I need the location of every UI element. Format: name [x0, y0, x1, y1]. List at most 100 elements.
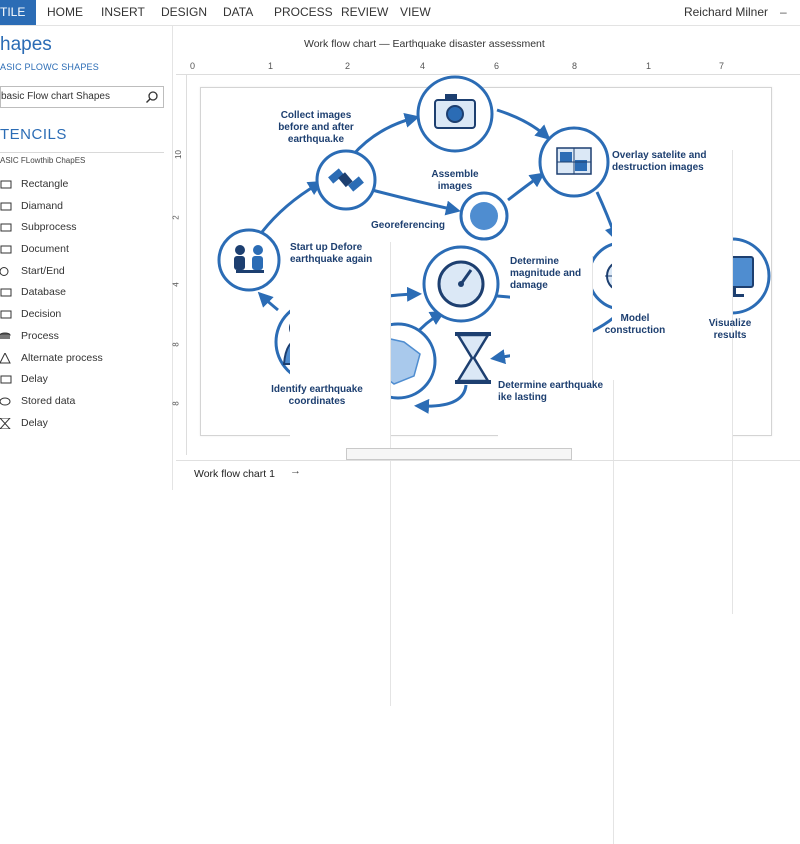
- node-start[interactable]: [217, 228, 281, 292]
- shape-item-database[interactable]: Database: [0, 282, 170, 304]
- pane-subtitle[interactable]: ASIC PLOWC SHAPES: [0, 62, 99, 72]
- node-magnitude[interactable]: [422, 245, 500, 323]
- hourglass-node[interactable]: [455, 332, 491, 384]
- ruler-tick: 1: [646, 61, 652, 71]
- tab-design[interactable]: DESIGN: [161, 5, 208, 19]
- tab-view[interactable]: VIEW: [400, 5, 431, 19]
- delay-icon: [0, 375, 12, 384]
- search-icon[interactable]: [145, 90, 159, 104]
- shapes-pane: hapes ASIC PLOWC SHAPES basic Flow chart…: [0, 26, 173, 490]
- node-assemble[interactable]: [416, 75, 494, 153]
- shape-item-label: Database: [21, 286, 66, 299]
- shape-item-alternate-process[interactable]: Alternate process: [0, 348, 170, 370]
- tab-review[interactable]: REVIEW: [341, 5, 389, 19]
- satellite-icon: [328, 168, 364, 192]
- arrow-collect-to-assemble: [350, 113, 420, 157]
- stencils-subtitle: ASIC FLowthib ChapES: [0, 156, 86, 165]
- globe-icon: [470, 202, 498, 230]
- shape-item-label: Stored data: [21, 394, 76, 407]
- sheet-bar: Work flow chart 1 →: [176, 460, 800, 491]
- document-icon: [0, 245, 12, 254]
- file-tab[interactable]: TILE: [0, 0, 36, 25]
- label-collect: Collect images before and after earthqua…: [278, 110, 354, 145]
- ruler-tick: 0: [190, 61, 196, 71]
- ruler-tick: 4: [420, 61, 426, 71]
- stencils-divider: [0, 152, 164, 153]
- horizontal-scrollbar[interactable]: [346, 448, 572, 460]
- shape-item-decision[interactable]: Decision: [0, 304, 170, 326]
- shape-item-label: Process: [21, 329, 59, 342]
- shapes-search-input[interactable]: basic Flow chart Shapes: [0, 86, 164, 108]
- tab-process[interactable]: PROCESS: [274, 5, 333, 19]
- shape-item-delay-2[interactable]: Delay: [0, 413, 170, 435]
- shape-item-label: Diamand: [21, 199, 64, 212]
- hourglass-icon: [455, 333, 491, 383]
- shape-item-rectangle[interactable]: Rectangle: [0, 174, 170, 196]
- tab-home[interactable]: HOME: [47, 5, 83, 19]
- sheet-tab-1[interactable]: Work flow chart 1: [194, 468, 275, 480]
- shape-item-stored-data[interactable]: Stored data: [0, 391, 170, 413]
- shape-item-subprocess[interactable]: Subprocess: [0, 217, 170, 239]
- label-visualize: Visualize results: [708, 318, 752, 341]
- arrow-assemble-to-overlay: [496, 108, 551, 140]
- label-identify: Identify earthquake coordinates: [271, 384, 363, 407]
- arrow-collect-to-georef: [371, 188, 461, 216]
- label-assemble: Assemble images: [431, 169, 479, 192]
- shape-list: Rectangle Diamand Subprocess Document St…: [0, 174, 170, 434]
- ruler-tick: 6: [494, 61, 500, 71]
- hourglass-icon: [0, 417, 11, 429]
- document-title: Work flow chart — Earthquake disaster as…: [304, 38, 545, 50]
- arrow-georef-to-overlay: [507, 172, 545, 202]
- ruler-tick: 1: [268, 61, 274, 71]
- ribbon: TILE HOME INSERT DESIGN DATA PROCESS REV…: [0, 0, 800, 26]
- arrow-identify-to-start: [257, 291, 279, 312]
- node-overlay[interactable]: [538, 126, 610, 198]
- shape-item-label: Decision: [21, 308, 62, 321]
- shape-item-label: Delay: [21, 416, 48, 429]
- camera-icon: [434, 94, 476, 129]
- stored-data-icon: [0, 397, 11, 406]
- minimize-button[interactable]: –: [780, 5, 787, 19]
- shape-item-label: Start/End: [21, 264, 65, 277]
- diamond-icon: [0, 202, 12, 211]
- subprocess-icon: [0, 223, 12, 232]
- rectangle-icon: [0, 180, 12, 189]
- arrow-lasting-to-cloud: [414, 384, 468, 414]
- stencils-title: TENCILS: [0, 126, 67, 143]
- start-end-icon: [0, 266, 9, 276]
- tab-data[interactable]: DATA: [223, 5, 254, 19]
- label-georef: Georeferencing: [371, 220, 445, 231]
- decision-icon: [0, 310, 12, 319]
- shape-item-document[interactable]: Document: [0, 239, 170, 261]
- pane-title: hapes: [0, 34, 52, 55]
- node-collect[interactable]: [315, 149, 377, 211]
- tab-insert[interactable]: INSERT: [101, 5, 145, 19]
- shape-item-label: Rectangle: [21, 178, 69, 190]
- user-name[interactable]: Reichard Milner: [683, 5, 768, 19]
- shape-item-process[interactable]: Process: [0, 326, 170, 348]
- shape-item-label: Delay: [21, 373, 48, 386]
- arrow-start-to-collect: [260, 180, 324, 233]
- ruler-tick: 7: [719, 61, 725, 71]
- shape-item-label: Subprocess: [21, 221, 77, 234]
- ruler-tick: 8: [572, 61, 578, 71]
- node-georef[interactable]: [459, 191, 509, 241]
- label-overlay: Overlay satelite and destruction images: [612, 150, 733, 614]
- shape-item-start-end[interactable]: Start/End: [0, 261, 170, 283]
- search-text: basic Flow chart Shapes: [1, 91, 110, 102]
- process-icon: [0, 332, 11, 339]
- add-sheet-button[interactable]: →: [290, 465, 301, 477]
- gauge-icon: [437, 260, 485, 308]
- shape-item-label: Document: [21, 243, 69, 256]
- ruler-horizontal: 0 1 2 4 6 8 1 7: [176, 60, 800, 75]
- ruler-vertical: 10 2 4 8 8: [172, 75, 187, 455]
- shape-item-label: Alternate process: [21, 351, 103, 364]
- shape-item-delay[interactable]: Delay: [0, 369, 170, 391]
- shape-item-diamond[interactable]: Diamand: [0, 196, 170, 218]
- ruler-tick: 2: [345, 61, 351, 71]
- triangle-icon: [0, 352, 11, 363]
- database-icon: [0, 288, 12, 297]
- people-desk-icon: [234, 245, 264, 273]
- label-model: Model construction: [604, 313, 666, 336]
- satellite-map-icon: [556, 147, 592, 175]
